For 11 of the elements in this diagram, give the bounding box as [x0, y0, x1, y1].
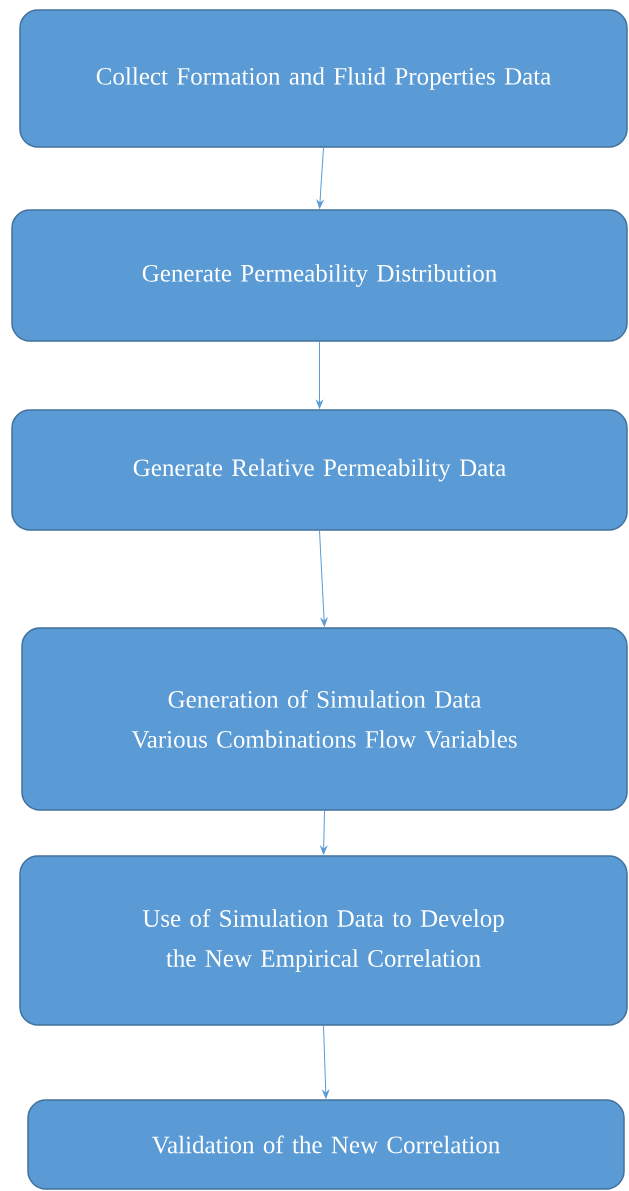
process-box: Collect Formation and Fluid Properties Data — [19, 9, 628, 148]
arrow — [319, 530, 328, 627]
arrow — [316, 147, 324, 209]
arrow — [320, 810, 328, 855]
process-box: Generation of Simulation Data Various Combinations Flow Variables — [21, 627, 628, 811]
arrow — [316, 341, 323, 409]
process-box: Generate Permeability Distribution — [11, 209, 628, 342]
process-box: Use of Simulation Data to Develop the New Empirical Correlation — [19, 855, 628, 1026]
arrow — [322, 1025, 330, 1099]
process-box: Generate Relative Permeability Data — [11, 409, 628, 531]
process-box: Validation of the New Correlation — [27, 1099, 625, 1190]
